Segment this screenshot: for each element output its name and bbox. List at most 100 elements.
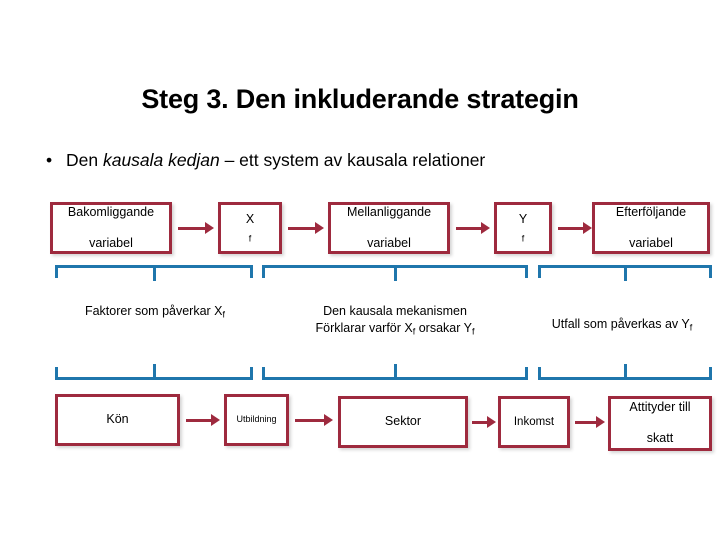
concept-box-efterfoljande-line1: Efterföljande <box>615 204 687 219</box>
example-box-inkomst[interactable]: Inkomst <box>498 396 570 448</box>
arrow-shaft <box>558 226 583 230</box>
arrow-shaft <box>456 226 481 230</box>
caption-mekanismen-line2: Förklarar varför Xf orsakar Yf <box>262 320 528 337</box>
brace-stem <box>393 265 397 281</box>
example-box-attityder-line1: Attityder till <box>629 400 691 415</box>
example-box-sektor-label: Sektor <box>384 414 422 429</box>
brace-stem <box>152 364 156 380</box>
bullet-marker: • <box>46 150 53 170</box>
brace-faktorer-bottom <box>55 360 253 380</box>
caption-mekanismen: Den kausala mekanismen Förklarar varför … <box>262 303 528 337</box>
brace-faktorer-top <box>55 265 253 285</box>
brace-end-left <box>538 265 541 278</box>
arrow-shaft <box>178 226 205 230</box>
arrow-sektor-to-inkomst <box>472 415 496 429</box>
arrow-bakomliggande-to-xf <box>178 221 214 235</box>
concept-box-efterfoljande-line2: variabel <box>629 235 673 250</box>
brace-end-right <box>525 367 528 380</box>
concept-box-efterfoljande-text: Efterföljande variabel <box>610 205 692 252</box>
caption-faktorer-line1-pre: Faktorer som påverkar X <box>84 304 223 318</box>
concept-box-xf-base: X <box>245 211 255 226</box>
brace-end-right <box>709 367 712 380</box>
brace-mekanismen-top <box>262 265 528 285</box>
example-box-attityder[interactable]: Attityder till skatt <box>608 396 712 451</box>
example-box-kon[interactable]: Kön <box>55 394 180 446</box>
brace-end-left <box>262 367 265 380</box>
example-box-inkomst-label: Inkomst <box>513 415 555 428</box>
concept-box-mellanliggande-text: Mellanliggande variabel <box>341 205 437 252</box>
arrow-head <box>315 222 324 234</box>
bullet-line: • Den kausala kedjan – ett system av kaus… <box>46 150 686 172</box>
brace-end-left <box>262 265 265 278</box>
arrow-kon-to-utbildning <box>186 413 220 427</box>
concept-box-xf-subscript: f <box>248 232 252 243</box>
arrow-shaft <box>575 420 596 424</box>
caption-utfall-line1: Utfall som påverkas av Yf <box>528 316 716 333</box>
brace-end-left <box>55 367 58 380</box>
arrow-shaft <box>288 226 315 230</box>
brace-utfall-bottom <box>538 360 712 380</box>
concept-box-efterfoljande[interactable]: Efterföljande variabel <box>592 202 710 254</box>
concept-box-mellanliggande[interactable]: Mellanliggande variabel <box>328 202 450 254</box>
example-box-utbildning[interactable]: Utbildning <box>224 394 289 446</box>
bullet-italic-text: kausala kedjan <box>102 150 220 170</box>
concept-box-bakomliggande[interactable]: Bakomliggande variabel <box>50 202 172 254</box>
arrow-head <box>596 416 605 428</box>
brace-stem <box>623 265 627 281</box>
arrow-shaft <box>472 420 487 424</box>
example-box-sektor[interactable]: Sektor <box>338 396 468 448</box>
brace-stem <box>393 364 397 380</box>
caption-faktorer: Faktorer som påverkar Xf <box>55 303 255 320</box>
concept-box-bakomliggande-line1: Bakomliggande <box>67 204 155 219</box>
caption-faktorer-line1-sub: f <box>222 309 226 320</box>
arrow-xf-to-mellanliggande <box>288 221 324 235</box>
arrow-head <box>481 222 490 234</box>
concept-box-yf-base: Y <box>518 211 528 226</box>
arrow-inkomst-to-attityder <box>575 415 605 429</box>
arrow-utbildning-to-sektor <box>295 413 333 427</box>
brace-end-right <box>525 265 528 278</box>
caption-mekanismen-line2-sub: f <box>412 326 416 337</box>
caption-utfall: Utfall som påverkas av Yf <box>528 316 716 333</box>
bullet-tail-text: – ett system av kausala relationer <box>219 150 486 170</box>
example-box-attityder-line2: skatt <box>646 431 674 446</box>
brace-end-right <box>250 367 253 380</box>
arrow-head <box>487 416 496 428</box>
arrow-shaft <box>186 418 211 422</box>
arrow-mellanliggande-to-yf <box>456 221 490 235</box>
example-box-kon-label: Kön <box>106 412 129 427</box>
example-box-utbildning-label: Utbildning <box>236 414 277 425</box>
caption-utfall-line1-sub: f <box>689 322 693 333</box>
concept-box-bakomliggande-line2: variabel <box>89 235 133 250</box>
arrow-head <box>205 222 214 234</box>
caption-mekanismen-line1: Den kausala mekanismen <box>323 304 467 318</box>
arrow-head <box>211 414 220 426</box>
brace-end-right <box>709 265 712 278</box>
brace-end-right <box>250 265 253 278</box>
caption-mekanismen-line2-post: orsakar Y <box>415 320 472 335</box>
brace-end-left <box>55 265 58 278</box>
brace-stem <box>623 364 627 380</box>
caption-mekanismen-line2-pre: Förklarar varför X <box>315 320 413 335</box>
brace-mekanismen-bottom <box>262 360 528 380</box>
concept-box-mellanliggande-line1: Mellanliggande <box>346 204 432 219</box>
caption-mekanismen-line2-sub2: f <box>472 326 475 337</box>
brace-utfall-top <box>538 265 712 285</box>
concept-box-mellanliggande-line2: variabel <box>367 235 411 250</box>
arrow-head <box>583 222 592 234</box>
concept-box-yf-subscript: f <box>521 232 525 243</box>
caption-utfall-line1-pre: Utfall som påverkas av Y <box>551 317 690 331</box>
arrow-head <box>324 414 333 426</box>
brace-stem <box>152 265 156 281</box>
arrow-shaft <box>295 418 324 422</box>
arrow-yf-to-efterfoljande <box>558 221 592 235</box>
bullet-lead-text: Den <box>66 150 103 170</box>
caption-faktorer-line1: Faktorer som påverkar Xf <box>55 303 255 320</box>
concept-box-bakomliggande-text: Bakomliggande variabel <box>62 205 160 252</box>
brace-end-left <box>538 367 541 380</box>
